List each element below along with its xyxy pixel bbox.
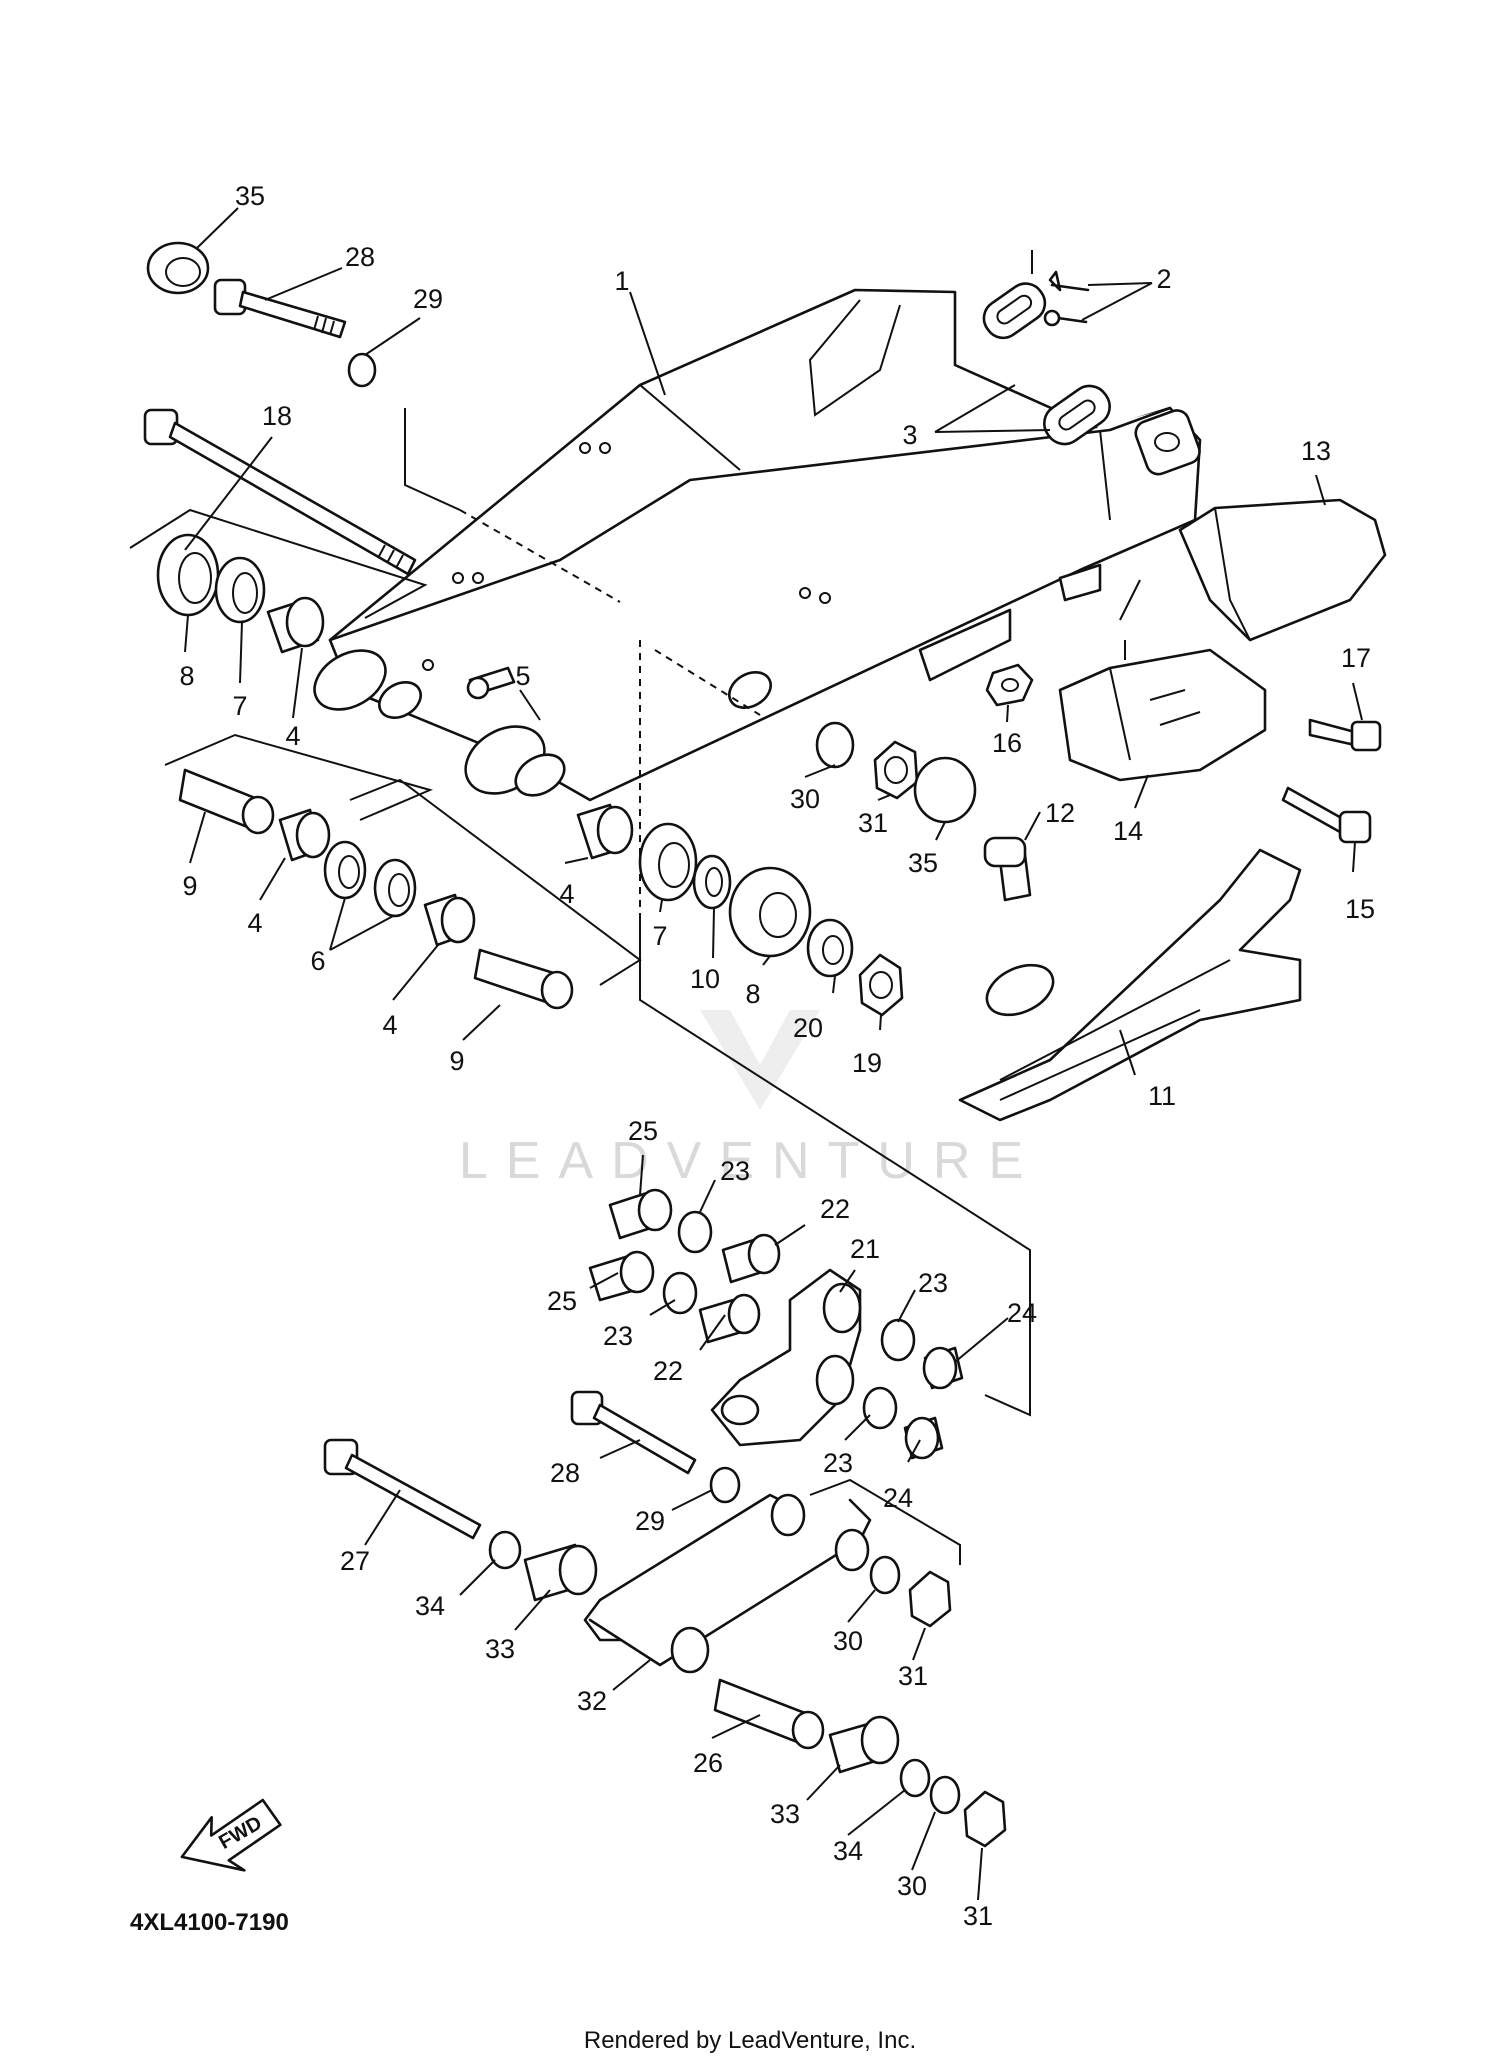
chain-support-arm: [958, 836, 1302, 1122]
pivot-bolts-left: [143, 241, 417, 576]
callout-label: 4: [247, 908, 262, 938]
right-bearing-stack: [466, 666, 977, 1017]
callout-label: 13: [1301, 436, 1331, 466]
callout-label: 30: [790, 784, 820, 814]
callout-label: 34: [415, 1591, 445, 1621]
callout-label: 9: [449, 1046, 464, 1076]
callout-leaders: [184, 207, 1363, 1901]
callout-label: 14: [1113, 816, 1143, 846]
callout-label: 25: [547, 1286, 577, 1316]
callout-label: 19: [852, 1048, 882, 1078]
callout-label: 31: [898, 1661, 928, 1691]
bolt-hardware-right: [985, 663, 1382, 844]
callout-label: 35: [235, 181, 265, 211]
callout-label: 7: [232, 691, 247, 721]
callout-label: 9: [182, 871, 197, 901]
footer-credit: Rendered by LeadVenture, Inc.: [584, 2027, 916, 2054]
fwd-arrow-icon: FWD: [180, 1798, 282, 1872]
callout-label: 30: [833, 1626, 863, 1656]
callout-label: 11: [1148, 1081, 1176, 1111]
callout-label: 12: [1045, 798, 1075, 828]
callout-label: 16: [992, 728, 1022, 758]
callout-label: 29: [413, 284, 443, 314]
left-bearing-stack: [156, 533, 574, 1010]
connecting-rod-assembly: [323, 1390, 1007, 1848]
callout-label: 33: [485, 1634, 515, 1664]
callout-label: 29: [635, 1506, 665, 1536]
callout-label: 33: [770, 1799, 800, 1829]
callout-label: 24: [883, 1483, 913, 1513]
callout-label: 18: [262, 401, 292, 431]
callout-label: 22: [653, 1356, 683, 1386]
callout-label: 4: [382, 1010, 397, 1040]
callout-label: 23: [720, 1156, 750, 1186]
assembly-guide-lines: [129, 250, 1141, 1565]
callout-label: 24: [1007, 1298, 1037, 1328]
callout-label: 6: [310, 946, 325, 976]
callout-label: 23: [823, 1448, 853, 1478]
callout-label: 23: [603, 1321, 633, 1351]
callout-label: 27: [340, 1546, 370, 1576]
callout-label: 7: [652, 921, 667, 951]
callout-label: 17: [1341, 643, 1371, 673]
callout-label: 4: [559, 879, 574, 909]
callout-label: 10: [690, 964, 720, 994]
callout-label: 31: [963, 1901, 993, 1931]
callout-label: 8: [179, 661, 194, 691]
callout-label: 25: [628, 1116, 658, 1146]
callout-label: 2: [1156, 264, 1171, 294]
watermark-logo-icon: [700, 1010, 820, 1110]
callout-label: 26: [693, 1748, 723, 1778]
callout-label: 23: [918, 1268, 948, 1298]
callout-label: 31: [858, 808, 888, 838]
callout-label: 15: [1345, 894, 1375, 924]
callout-label: 22: [820, 1194, 850, 1224]
part-code: 4XL4100-7190: [130, 1909, 289, 1936]
callout-label: 1: [614, 266, 629, 296]
callout-label: 28: [345, 242, 375, 272]
callout-label: 21: [850, 1234, 880, 1264]
callout-label: 4: [285, 721, 300, 751]
watermark-text: LEADVENTURE: [459, 1132, 1041, 1190]
chain-guide-parts: [1058, 498, 1387, 782]
callout-label: 3: [902, 420, 917, 450]
callout-numbers: 35 28 29 1 2 3 13 18 17 8 7 4 5 16 14 15…: [179, 181, 1375, 1931]
chain-puller-plates: [982, 270, 1111, 446]
callout-label: 5: [515, 661, 530, 691]
relay-arm-assembly: [588, 1188, 964, 1460]
callout-label: 8: [745, 979, 760, 1009]
callout-label: 28: [550, 1458, 580, 1488]
swingarm-part: [313, 288, 1202, 802]
callout-label: 34: [833, 1836, 863, 1866]
callout-label: 35: [908, 848, 938, 878]
callout-label: 32: [577, 1686, 607, 1716]
callout-label: 30: [897, 1871, 927, 1901]
callout-label: 20: [793, 1013, 823, 1043]
